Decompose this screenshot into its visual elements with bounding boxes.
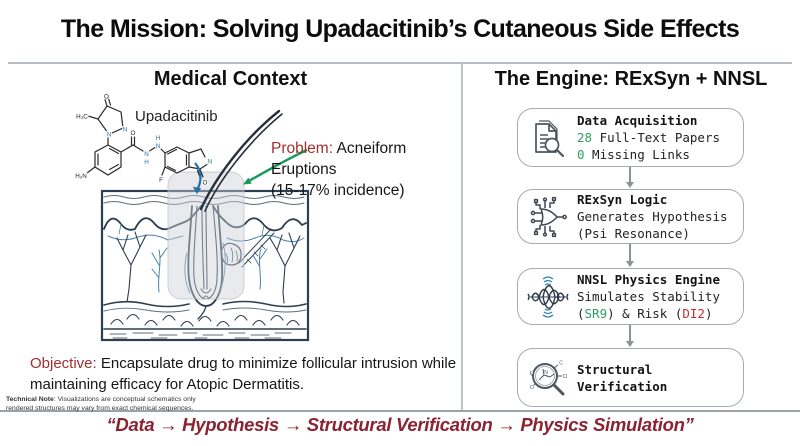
atom-label: H — [144, 159, 149, 166]
molecule-magnifier-icon: F O C Cl N — [529, 359, 568, 395]
circuit-logic-icon — [530, 196, 567, 237]
step-title: Data Acquisition — [577, 113, 698, 128]
objective-statement: Objective: Encapsulate drug to minimize … — [30, 353, 460, 395]
flow-connector-arrow — [626, 167, 634, 188]
bottom-divider — [0, 410, 800, 412]
step-line: ) — [704, 306, 713, 321]
step-title: NNSL Physics Engine — [577, 272, 720, 287]
top-divider — [8, 62, 792, 64]
atom-label: N — [156, 143, 161, 150]
atom-label: O — [131, 130, 136, 137]
atom-label: H₂N — [75, 173, 87, 180]
objective-text: Encapsulate drug to minimize follicular … — [30, 355, 457, 393]
atom-label: F — [159, 177, 163, 184]
step-title: Verification — [577, 378, 668, 394]
molecule-name-label: Upadacitinib — [135, 108, 218, 125]
problem-detail: (15-17% incidence) — [271, 182, 405, 199]
atom-label: N — [144, 151, 149, 158]
flow-connector-arrow — [626, 325, 634, 347]
step-line: Simulates Stability — [577, 289, 720, 304]
waveform-icon — [527, 275, 569, 318]
flow-connector-arrow — [626, 244, 634, 267]
upadacitinib-structure: O H₃C N N H₂N O N H H N N F O — [74, 93, 213, 188]
atom-label: N — [123, 127, 128, 134]
atom-label: O — [203, 180, 208, 187]
step-line: ( — [577, 306, 585, 321]
missing-links-label: Missing Links — [584, 147, 690, 162]
objective-label: Objective: — [30, 355, 97, 372]
technical-note-text: : Visualizations are conceptual schemati… — [53, 396, 196, 403]
flow-step-nnsl-physics: NNSL Physics Engine Simulates Stability … — [517, 268, 744, 325]
technical-note: Technical Note: Visualizations are conce… — [6, 396, 306, 413]
atom-label: H — [156, 135, 161, 142]
problem-pointer-arrow — [243, 148, 308, 185]
flow-step-text: RExSyn Logic Generates Hypothesis (Psi R… — [577, 191, 728, 242]
icon-atom-label: C — [559, 360, 563, 366]
icon-atom-label: O — [530, 385, 534, 391]
left-panel-header: Medical Context — [153, 68, 308, 90]
atom-label: O — [104, 94, 109, 101]
document-search-icon — [535, 119, 565, 157]
problem-callout: Problem: Acneiform Eruptions (15-17% inc… — [271, 138, 461, 201]
atom-label: N — [208, 159, 213, 166]
footer-quote: “Data → Hypothesis → Structural Verifica… — [106, 414, 694, 435]
flow-step-data-acquisition: Data Acquisition 28 Full-Text Papers 0 M… — [517, 108, 744, 167]
icon-atom-label: N — [544, 370, 548, 376]
risk-metric: DI2 — [682, 306, 705, 321]
atom-label: N — [107, 132, 112, 139]
technical-note-label: Technical Note — [6, 396, 54, 403]
step-line: (Psi Resonance) — [577, 226, 690, 241]
step-line: Generates Hypothesis — [577, 209, 728, 224]
papers-label: Full-Text Papers — [592, 130, 720, 145]
flow-step-text: Structural Verification — [577, 361, 667, 395]
flow-step-rexsyn-logic: RExSyn Logic Generates Hypothesis (Psi R… — [517, 189, 744, 244]
dermis-vessels — [116, 231, 301, 304]
slide-title: The Mission: Solving Upadacitinib’s Cuta… — [60, 15, 740, 43]
step-title: RExSyn Logic — [577, 192, 668, 207]
problem-label: Problem: — [271, 140, 334, 157]
right-panel-header: The Engine: RExSyn + NNSL — [494, 68, 768, 90]
problem-text: Acneiform Eruptions — [271, 140, 407, 178]
step-title: Structural — [577, 361, 653, 377]
hair-shaft — [199, 109, 283, 212]
icon-atom-label: F — [529, 371, 532, 377]
icon-atom-label: Cl — [563, 374, 568, 380]
panel-divider — [461, 63, 463, 410]
technical-note-line2: rendered structures may vary from exact … — [6, 404, 194, 412]
drug-path-arrow — [192, 162, 202, 194]
medical-illustration: O H₃C N N H₂N O N H H N N F O — [74, 93, 310, 342]
papers-count: 28 — [577, 130, 593, 145]
flow-step-text: Data Acquisition 28 Full-Text Papers 0 M… — [577, 112, 720, 163]
step-line: ) & Risk ( — [607, 306, 683, 321]
skin-frame — [100, 189, 310, 342]
flow-step-text: NNSL Physics Engine Simulates Stability … — [577, 271, 720, 322]
follicle-highlight-region — [167, 171, 245, 300]
atom-label: H₃C — [76, 114, 88, 121]
flow-step-structural-verification: F O C Cl N Structural Verification — [517, 348, 744, 407]
missing-links-count: 0 — [577, 147, 585, 162]
stability-metric: SR9 — [584, 306, 608, 321]
subcutaneous-layer — [103, 300, 307, 339]
